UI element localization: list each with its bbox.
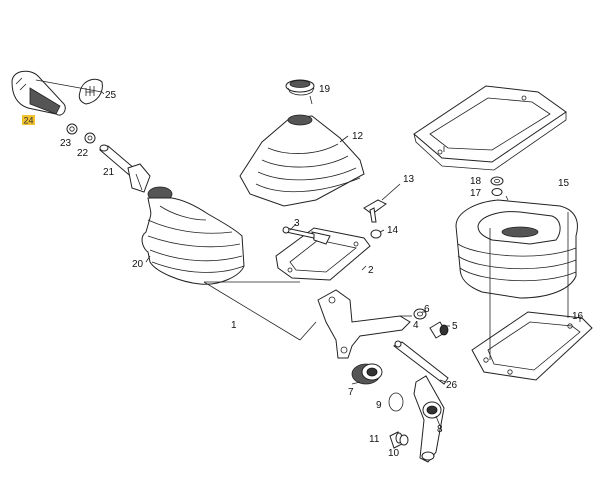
label-19[interactable]: 19 — [319, 84, 331, 95]
part-outer-boot[interactable] — [455, 199, 578, 299]
part-rubber-boot[interactable] — [239, 114, 365, 207]
part-bushing-5[interactable] — [429, 321, 449, 339]
highlight-badge — [22, 115, 35, 125]
label-13[interactable]: 13 — [403, 174, 415, 185]
label-4[interactable]: 4 — [413, 320, 419, 331]
part-link-rod[interactable] — [393, 340, 449, 385]
part-mounting-plate[interactable] — [275, 227, 371, 281]
leader-25 — [101, 91, 105, 95]
label-14[interactable]: 14 — [387, 225, 399, 236]
part-gear-knob[interactable] — [11, 70, 66, 116]
label-17[interactable]: 17 — [470, 188, 482, 199]
part-pin-10[interactable] — [399, 434, 409, 446]
part-bushing-6[interactable] — [413, 308, 427, 320]
label-15[interactable]: 15 — [558, 178, 570, 189]
label-26[interactable]: 26 — [446, 380, 458, 391]
label-16[interactable]: 16 — [572, 311, 584, 322]
part-nut[interactable] — [66, 123, 78, 135]
part-circlip[interactable] — [388, 392, 404, 412]
label-6[interactable]: 6 — [424, 304, 430, 315]
leader-lines — [35, 79, 581, 427]
label-20[interactable]: 20 — [132, 259, 144, 270]
part-grommet[interactable] — [285, 79, 315, 96]
part-bolt[interactable] — [363, 199, 387, 223]
label-1[interactable]: 1 — [231, 320, 237, 331]
part-pivot-bearing[interactable] — [351, 363, 383, 385]
label-12[interactable]: 12 — [352, 131, 364, 142]
label-21[interactable]: 21 — [103, 167, 115, 178]
label-18[interactable]: 18 — [470, 176, 482, 187]
label-25[interactable]: 25 — [105, 90, 117, 101]
part-lever-gaiter[interactable] — [141, 186, 245, 285]
part-shift-arm[interactable] — [413, 375, 445, 463]
part-trim-frame[interactable] — [413, 85, 567, 171]
part-gear-lever[interactable] — [99, 144, 151, 193]
label-9[interactable]: 9 — [376, 400, 382, 411]
label-7[interactable]: 7 — [348, 387, 354, 398]
part-clip[interactable] — [370, 229, 382, 239]
part-washer[interactable] — [84, 132, 96, 144]
label-2[interactable]: 2 — [368, 265, 374, 276]
part-selector-lever[interactable] — [317, 289, 411, 359]
label-10[interactable]: 10 — [388, 448, 400, 459]
label-5[interactable]: 5 — [452, 321, 458, 332]
label-22[interactable]: 22 — [77, 148, 89, 159]
label-23[interactable]: 23 — [60, 138, 72, 149]
part-pin-11[interactable] — [389, 431, 403, 449]
label-8[interactable]: 8 — [437, 424, 443, 435]
part-screw[interactable] — [282, 226, 315, 239]
part-shift-pattern-cap[interactable] — [78, 78, 103, 105]
label-24[interactable]: 24 — [24, 116, 34, 126]
part-washer-17[interactable] — [491, 188, 503, 196]
part-bolt-18[interactable] — [490, 176, 504, 186]
label-3[interactable]: 3 — [294, 218, 300, 229]
part-base-plate[interactable] — [471, 311, 593, 381]
label-11[interactable]: 11 — [369, 434, 380, 445]
